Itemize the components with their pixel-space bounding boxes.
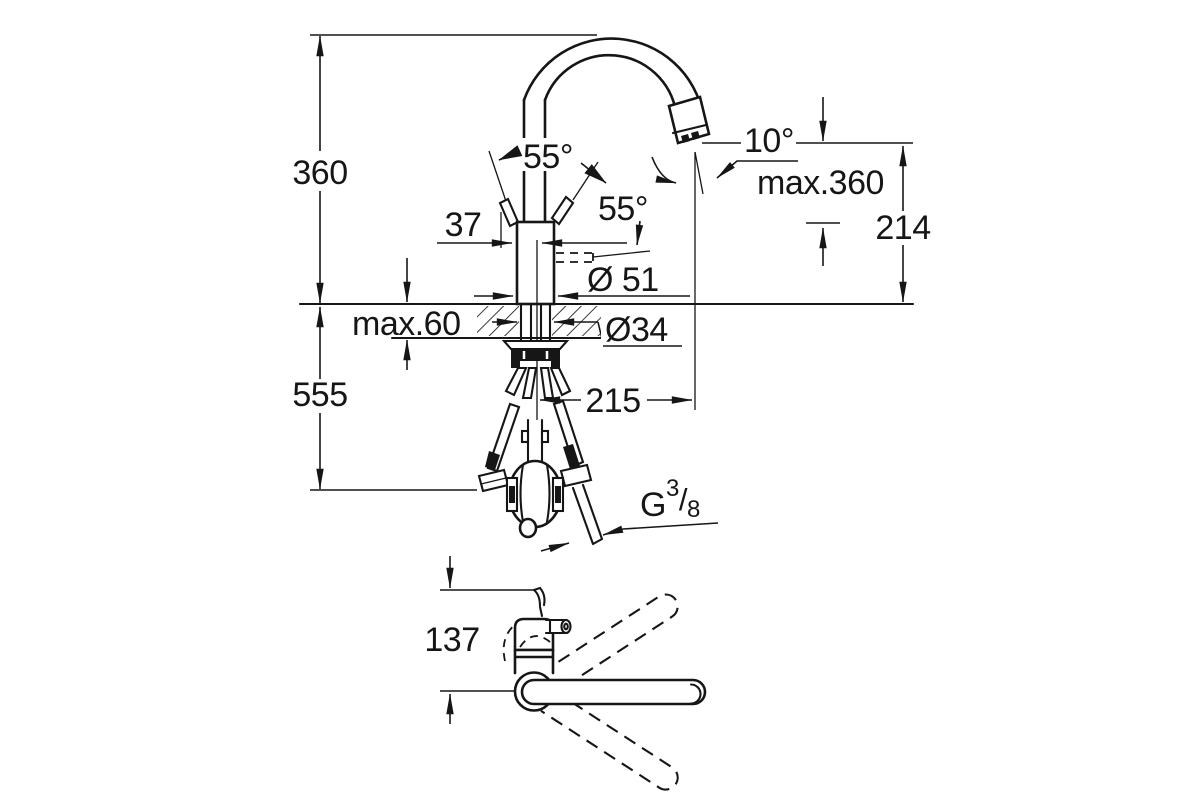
spout-inner-arc [543,53,678,114]
thread-label-g38: G3/8 [640,475,700,524]
spout-outer-arc [522,37,705,117]
pullout-hose [526,418,544,463]
angle-label-10: 10° [744,122,794,160]
spout-swivel-dashed-down [540,689,679,791]
dim-label-dia51: Ø 51 [587,261,659,299]
spray-head [667,95,711,145]
dim-label-37: 37 [445,206,482,244]
dim-label-max60: max.60 [352,305,461,343]
mounting-washer [501,339,570,351]
hose-end-tip [518,517,538,539]
dimensions-side-view: 360 555 max.60 37 55° 55° Ø 51 Ø34 [292,34,931,553]
dim-label-max360: max.360 [757,164,884,202]
deck-hatch-left [477,306,519,336]
dim-label-137: 137 [424,621,479,659]
dim-label-555: 555 [292,376,347,414]
mounting-shank [519,302,552,343]
faucet-body [515,220,556,306]
angle-label-55-first: 55° [523,138,573,176]
supply-hoses [477,399,604,546]
dimensions-top-view: 137 [424,556,536,724]
top-view-lever [532,586,546,618]
dim-label-214: 214 [875,209,930,247]
spout-arm [520,678,707,706]
hose-weight [505,459,565,539]
dim-label-dia34: Ø34 [605,311,668,349]
lever-position-front-dashed [556,250,651,263]
angle-label-55-second: 55° [598,190,648,228]
right-hose-fitting [559,463,593,488]
lever-position-right [550,195,575,226]
connection-tube [571,483,604,546]
faucet-side-view [298,37,915,546]
spray-outlet [681,131,700,143]
faucet-top-view [502,586,707,791]
dim-label-215: 215 [585,382,640,420]
lever-position-left [498,197,520,228]
spout-swivel-dashed-up [540,593,679,695]
mounting-nut [511,349,560,361]
top-view-handle-stub [544,618,572,635]
dim-label-360: 360 [292,154,347,192]
deck-hatch-right [552,306,603,336]
